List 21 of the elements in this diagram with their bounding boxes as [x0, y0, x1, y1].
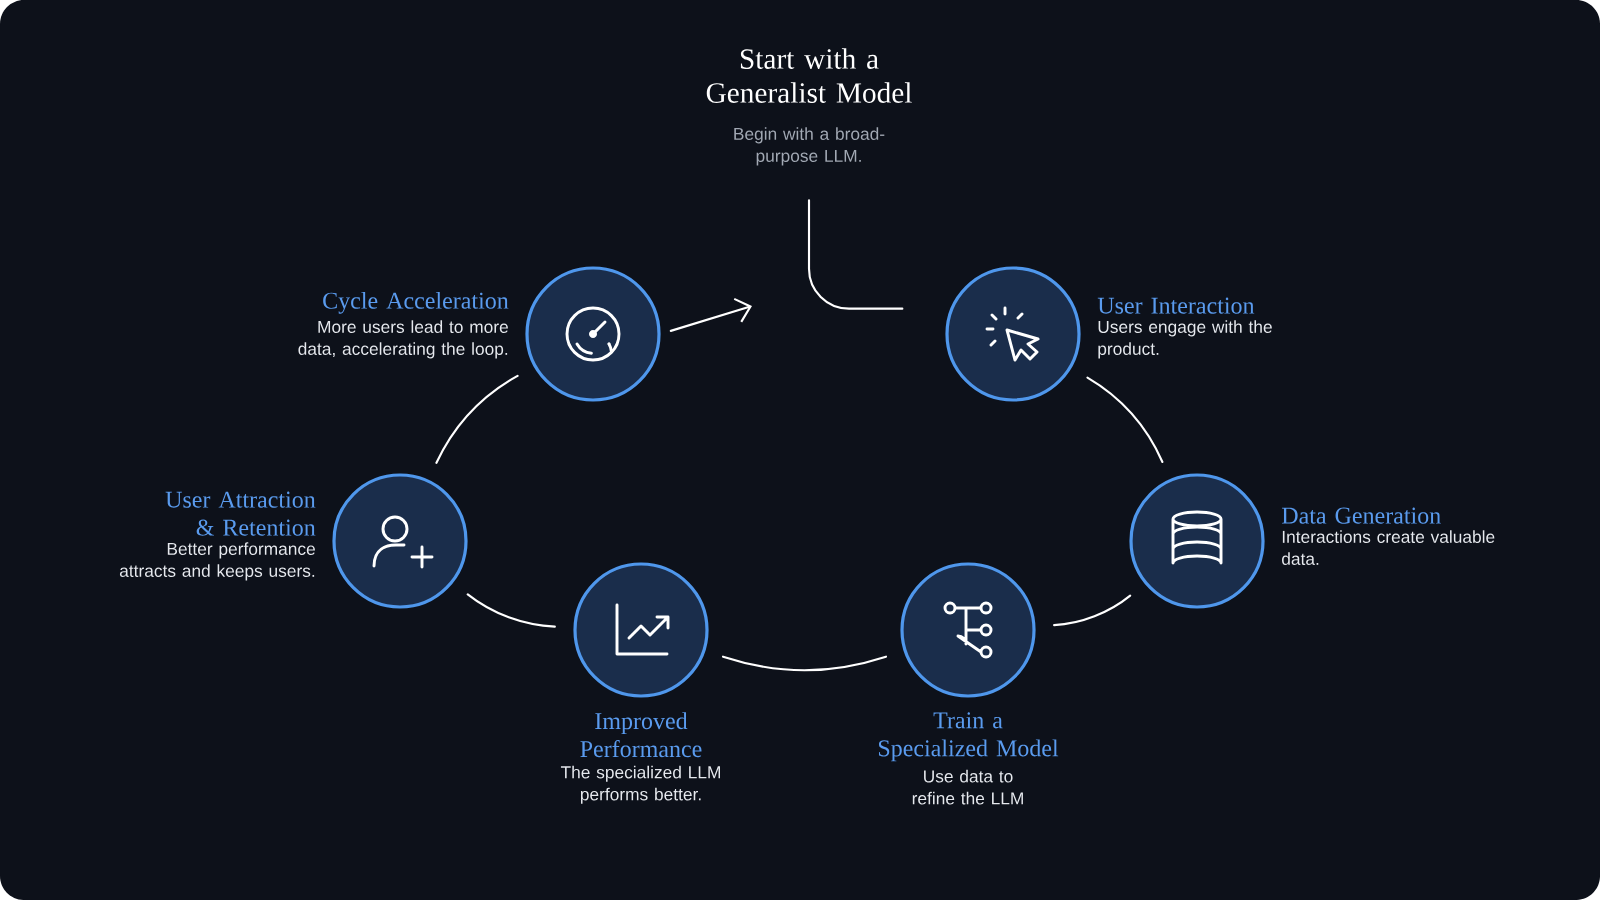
description: Better performance attracts and keeps users.	[119, 542, 315, 581]
heading: Start with a Generalist Model	[706, 48, 912, 103]
connector	[722, 655, 888, 672]
description: Use data to refine the LLM	[912, 769, 1023, 805]
heading: Cycle Acceleration	[323, 291, 509, 314]
heading: Improved Performance	[580, 712, 702, 758]
connector	[1086, 376, 1164, 464]
connector	[1053, 594, 1132, 627]
connector	[466, 593, 556, 628]
description: Interactions create valuable data.	[1282, 530, 1495, 565]
heading: Train a Specialized Model	[879, 712, 1059, 762]
heading: User Attraction & Retention	[165, 491, 316, 536]
heading: Data Generation	[1281, 507, 1441, 524]
connector	[669, 297, 752, 332]
connector	[807, 199, 904, 310]
description: More users lead to more data, accelerating the loop.	[298, 320, 508, 359]
connector	[435, 374, 519, 464]
description: The specialized LLM performs better.	[560, 765, 720, 804]
description: Users engage with the product.	[1098, 320, 1272, 359]
description: Begin with a broad-purpose LLM.	[734, 127, 885, 166]
heading: User Interaction	[1097, 297, 1255, 314]
